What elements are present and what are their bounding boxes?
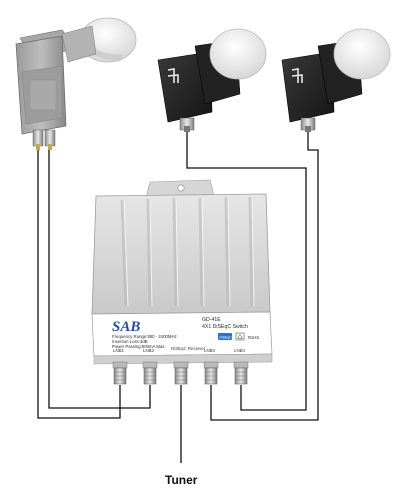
cable-lnb1 <box>37 150 121 419</box>
diseqc-badge: DiSEqC <box>220 335 233 339</box>
diseqc-switch: SAB GD-41E 4X1 DiSEqC Switch Frequency R… <box>91 179 273 385</box>
lnb-black-right <box>281 28 391 132</box>
f-connector-lnb2[interactable] <box>142 361 158 385</box>
switch-brand: SAB <box>112 319 140 335</box>
lnb-logo-icon <box>291 68 303 83</box>
port-label-lnb4: LNB4 <box>234 348 246 353</box>
cable-lnb4 <box>186 130 307 411</box>
tuner-label: Tuner <box>165 473 198 487</box>
spec-line-3: Power Passing:500mA Max <box>112 344 165 349</box>
f-connector-receiver[interactable] <box>173 361 189 385</box>
cable-lnb2 <box>48 150 151 409</box>
spec-line-1: Frequency Range:950 - 2400MHz <box>112 334 177 339</box>
port-label-lnb3: LNB3 <box>204 348 216 353</box>
lnb-black-middle <box>157 28 267 132</box>
coax-cables <box>37 130 319 463</box>
switch-model: GD-41E <box>202 317 221 323</box>
port-label-lnb2: LNB2 <box>143 348 155 353</box>
f-connector-lnb1[interactable] <box>112 361 128 385</box>
spec-line-2: Insertion Loss:3dB <box>112 339 148 344</box>
port-label-receiver: DiSEqC Receiver <box>171 346 206 351</box>
lnb-grey-twin <box>15 17 137 150</box>
rohs-mark: RoHS <box>248 335 259 340</box>
f-connector-lnb4[interactable] <box>233 361 249 385</box>
port-label-lnb1: LNB1 <box>113 348 125 353</box>
recycle-icon <box>237 334 243 339</box>
cable-lnb3 <box>210 130 319 421</box>
switch-type: 4X1 DiSEqC Switch <box>202 324 248 330</box>
port-label-receiver-text: DiSEqC Receiver <box>171 346 206 351</box>
lnb-logo-icon <box>167 68 179 83</box>
f-connector-lnb3[interactable] <box>203 361 219 385</box>
